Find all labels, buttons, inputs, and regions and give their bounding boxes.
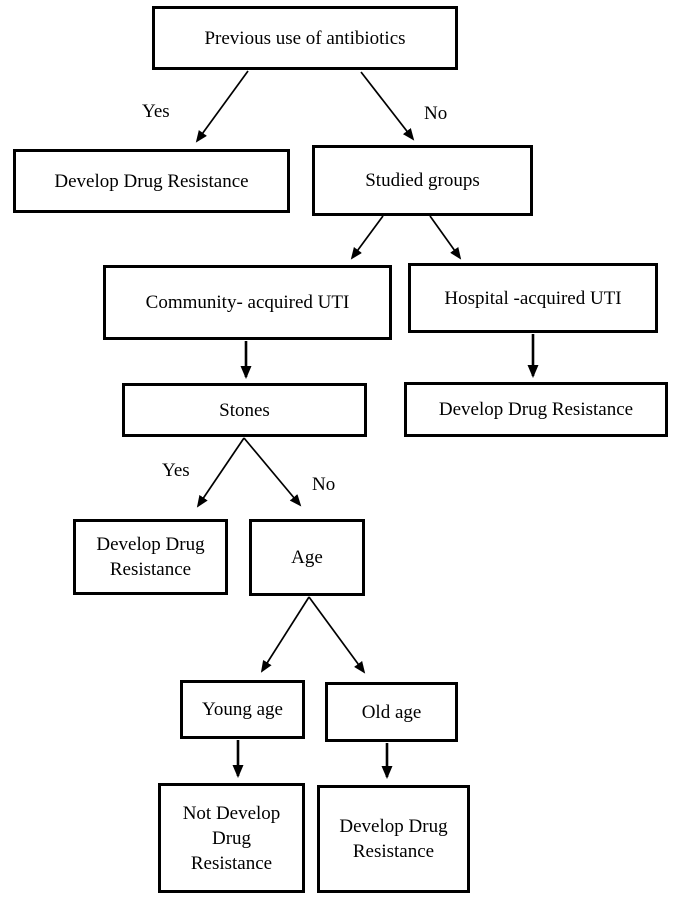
node-develop-drug-resistance-3: Develop Drug Resistance (73, 519, 228, 595)
node-hospital-acquired-uti: Hospital -acquired UTI (408, 263, 658, 333)
node-community-acquired-uti: Community- acquired UTI (103, 265, 392, 340)
node-not-develop-drug-resistance: Not Develop Drug Resistance (158, 783, 305, 893)
arrow-age-to-old-age (308, 596, 366, 674)
arrow-studied-to-hospital-uti (429, 215, 462, 260)
edge-label-stones-no: No (312, 474, 336, 495)
node-old-age: Old age (325, 682, 458, 742)
arrow-stones-to-develop-resistance-3 (196, 437, 245, 508)
arrow-stones-to-age (243, 437, 302, 507)
edge-label-previous-no: No (424, 103, 448, 124)
node-develop-drug-resistance-1: Develop Drug Resistance (13, 149, 290, 213)
arrow-prev-to-studied-groups (360, 71, 415, 141)
arrow-age-to-young-age (260, 596, 310, 673)
node-young-age: Young age (180, 680, 305, 739)
edge-label-stones-yes: Yes (162, 460, 190, 481)
node-age: Age (249, 519, 365, 596)
edge-label-previous-yes: Yes (142, 101, 170, 122)
node-previous-use-of-antibiotics: Previous use of antibiotics (152, 6, 458, 70)
arrow-studied-to-community-uti (350, 215, 384, 260)
node-studied-groups: Studied groups (312, 145, 533, 216)
node-stones: Stones (122, 383, 367, 437)
node-develop-drug-resistance-4: Develop Drug Resistance (317, 785, 470, 893)
arrow-prev-to-develop-resistance-1 (195, 70, 249, 143)
node-develop-drug-resistance-2: Develop Drug Resistance (404, 382, 668, 437)
